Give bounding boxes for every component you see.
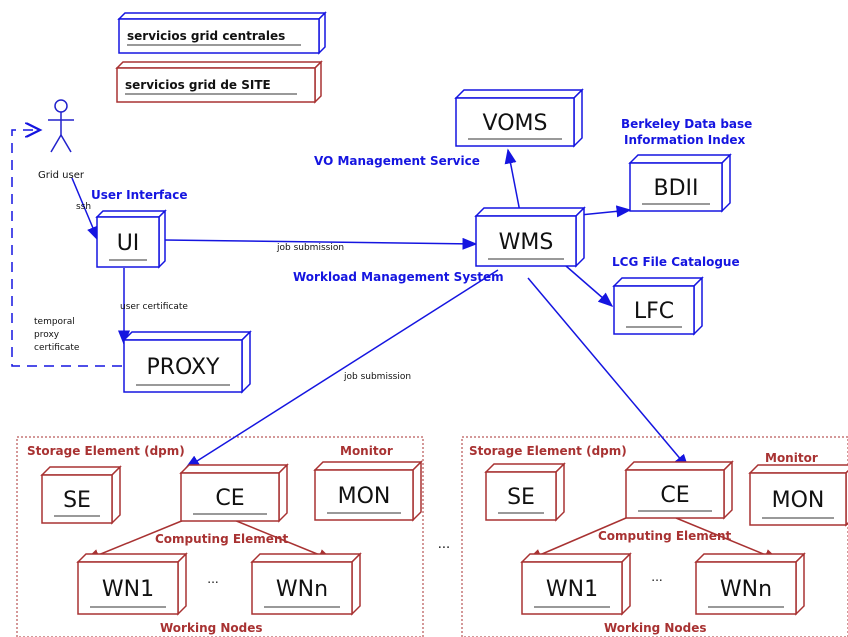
site-monitor-label: Monitor xyxy=(765,451,818,465)
temporal-proxy-label-3: certificate xyxy=(34,343,80,353)
grid-user-actor-icon xyxy=(48,99,74,153)
mon-box: MON xyxy=(748,464,848,527)
bdii-box: BDII xyxy=(628,153,732,213)
user-certificate-label: user certificate xyxy=(120,302,188,312)
wn1-label: WN1 xyxy=(102,577,154,602)
se-label: SE xyxy=(507,485,535,510)
voms-label: VOMS xyxy=(483,111,548,136)
bdii-label: BDII xyxy=(653,176,698,201)
se-box: SE xyxy=(40,465,122,525)
proxy-label: PROXY xyxy=(147,355,221,380)
grid-user-label: Grid user xyxy=(38,170,85,181)
site-boundary xyxy=(16,436,424,637)
site-storage-label: Storage Element (dpm) xyxy=(469,444,627,458)
wnn-box: WNn xyxy=(694,552,806,616)
bdii-label-line2: Information Index xyxy=(624,133,746,147)
ssh-arrow xyxy=(71,177,99,242)
site-computing-label: Computing Element xyxy=(155,532,288,546)
user-interface-label: User Interface xyxy=(91,188,188,202)
ce-to-wnn-arrow xyxy=(675,517,780,561)
voms-box: VOMS xyxy=(454,88,584,148)
se-box: SE xyxy=(484,462,566,522)
site-storage-label: Storage Element (dpm) xyxy=(27,444,185,458)
ui-to-wms-arrow xyxy=(163,237,478,250)
wms-to-lfc-arrow xyxy=(565,265,614,307)
wms-to-voms-arrow xyxy=(504,148,521,213)
ce-label: CE xyxy=(660,483,689,508)
site-computing-label: Computing Element xyxy=(598,529,731,543)
wnn-label: WNn xyxy=(720,577,772,602)
wn1-box: WN1 xyxy=(520,552,632,616)
site-working-label: Working Nodes xyxy=(604,621,707,635)
ui-box: UI xyxy=(95,209,167,269)
se-label: SE xyxy=(63,488,91,513)
wms-box: WMS xyxy=(474,206,586,268)
ce-box: CE xyxy=(179,463,289,523)
lfc-label: LCG File Catalogue xyxy=(612,255,740,269)
mon-label: MON xyxy=(338,484,391,509)
between-sites-dots: ... xyxy=(438,537,450,552)
ce-box: CE xyxy=(624,460,734,520)
job-submission-ce-label: job submission xyxy=(343,372,411,382)
wms-label: WMS xyxy=(499,230,554,255)
proxy-dashed-path xyxy=(11,130,122,367)
site-working-label: Working Nodes xyxy=(160,621,263,635)
wms-label: Workload Management System xyxy=(293,270,504,284)
site-wn-dots: ... xyxy=(207,572,218,586)
mon-label: MON xyxy=(772,488,825,513)
lfc-label: LFC xyxy=(634,299,674,324)
ui-label: UI xyxy=(117,231,140,256)
legend-central-box: servicios grid centrales xyxy=(117,11,327,55)
wnn-label: WNn xyxy=(276,577,328,602)
wnn-box: WNn xyxy=(250,552,362,616)
temporal-proxy-label-1: temporal xyxy=(34,317,75,327)
wn1-label: WN1 xyxy=(546,577,598,602)
wms-to-ce2-arrow xyxy=(527,277,689,470)
proxy-box: PROXY xyxy=(122,330,252,394)
legend-site-box: servicios grid de SITE xyxy=(115,60,323,104)
job-submission-ui-label: job submission xyxy=(276,243,344,253)
temporal-proxy-label-2: proxy xyxy=(34,330,60,340)
site-boundary xyxy=(461,436,848,637)
legend-site-label: servicios grid de SITE xyxy=(125,78,271,92)
wn1-box: WN1 xyxy=(76,552,188,616)
ssh-label: ssh xyxy=(76,202,91,212)
ce-to-wn1-arrow xyxy=(526,517,627,561)
bdii-label-line1: Berkeley Data base xyxy=(621,117,752,131)
voms-label: VO Management Service xyxy=(314,154,480,168)
wms-to-ce1-arrow xyxy=(184,269,499,469)
site-wn-dots: ... xyxy=(651,570,662,584)
mon-box: MON xyxy=(313,460,423,522)
legend-central-label: servicios grid centrales xyxy=(127,29,285,43)
site-monitor-label: Monitor xyxy=(340,444,393,458)
lfc-box: LFC xyxy=(612,276,704,336)
ce-label: CE xyxy=(215,486,244,511)
